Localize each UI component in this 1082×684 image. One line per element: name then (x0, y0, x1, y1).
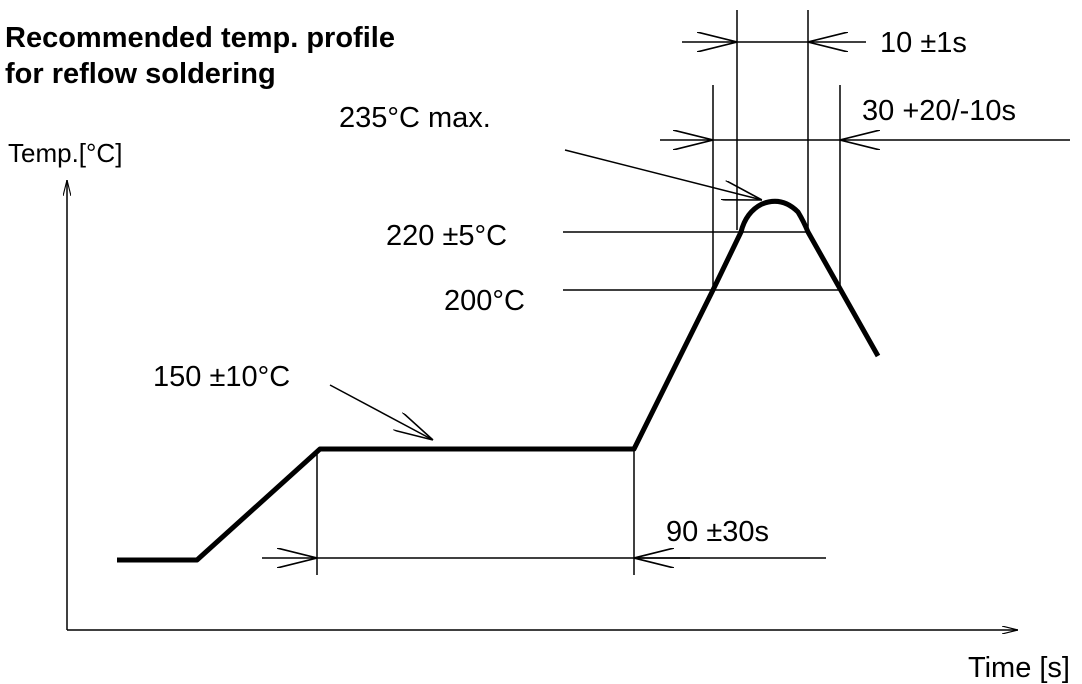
axes (67, 180, 1018, 630)
diagram-title: Recommended temp. profile for reflow sol… (5, 20, 395, 92)
above-200-duration-label: 30 +20/-10s (862, 95, 1016, 127)
peak-max-leader (564, 149, 762, 200)
reflow-threshold-label: 200°C (444, 285, 525, 317)
leader-arrows (329, 149, 762, 440)
dimension-lines (262, 42, 1070, 558)
x-axis-label: Time [s] (968, 652, 1070, 684)
peak-zone-label: 220 ±5°C (386, 220, 507, 252)
reference-lines (316, 10, 841, 575)
title-line-1: Recommended temp. profile (5, 22, 395, 54)
peak-max-label: 235°C max. (339, 102, 491, 134)
y-axis-label: Temp.[°C] (8, 138, 122, 168)
preheat-label: 150 ±10°C (153, 361, 290, 393)
preheat-duration-label: 90 ±30s (666, 516, 769, 548)
preheat-leader (329, 384, 433, 440)
title-line-2: for reflow soldering (5, 58, 276, 90)
peak-duration-label: 10 ±1s (880, 27, 967, 59)
temperature-profile-curve (117, 198, 881, 563)
